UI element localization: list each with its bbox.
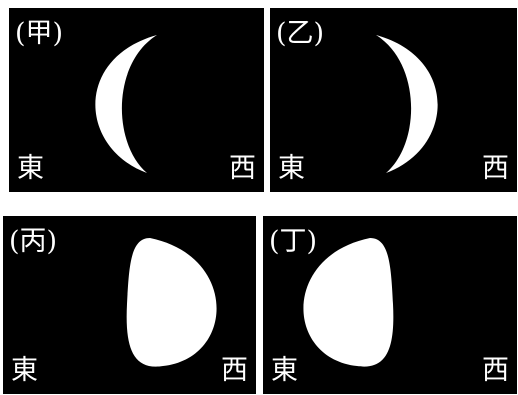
east-label: 東 — [11, 357, 38, 384]
east-label: 東 — [278, 155, 305, 182]
moon-panel-ding: (丁) 東 西 — [263, 216, 517, 394]
gibbous-moon-shape — [263, 216, 517, 394]
moon-panel-yi: (乙) 東 西 — [270, 8, 517, 192]
moon-panel-jia: (甲) 東 西 — [9, 8, 264, 192]
west-label: 西 — [482, 357, 509, 384]
west-label: 西 — [221, 357, 248, 384]
moon-panel-bing: (丙) 東 西 — [3, 216, 256, 394]
east-label: 東 — [17, 155, 44, 182]
crescent-moon-shape — [270, 8, 517, 192]
gibbous-moon-shape — [3, 216, 256, 394]
west-label: 西 — [229, 155, 256, 182]
crescent-moon-shape — [9, 8, 264, 192]
east-label: 東 — [271, 357, 298, 384]
west-label: 西 — [482, 155, 509, 182]
